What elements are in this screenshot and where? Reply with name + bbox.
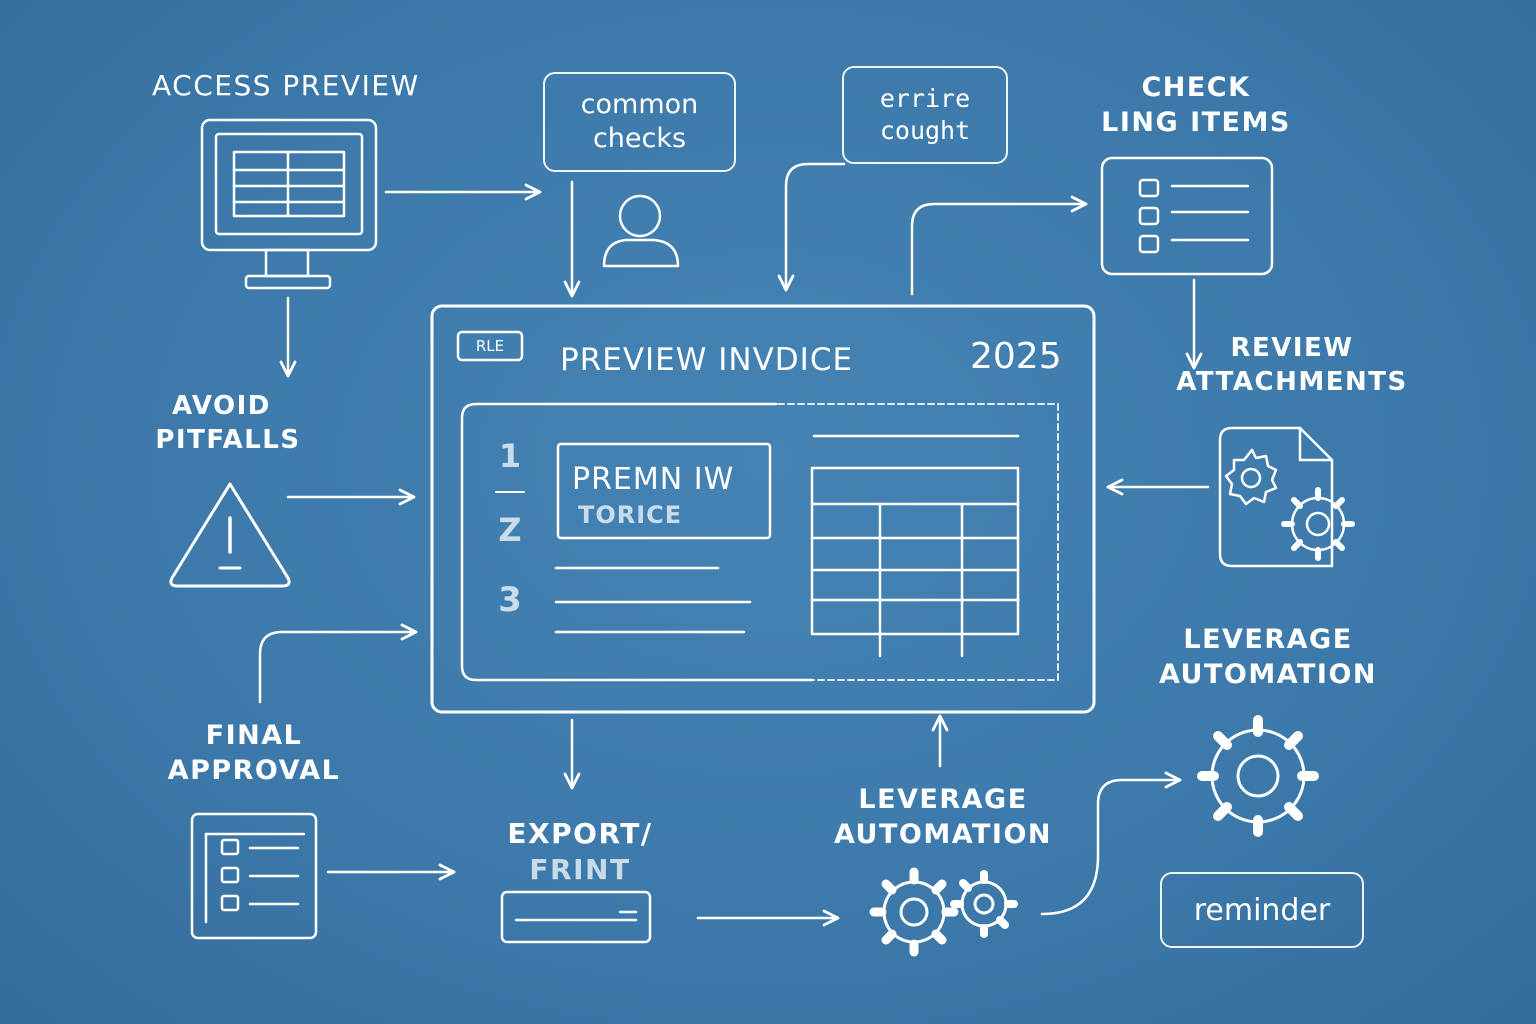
invoice-title: PREVIEW INVDICE (560, 342, 854, 378)
checklist-icon (1100, 156, 1274, 276)
row-number-3: 3 (498, 580, 522, 620)
arrow-gears-to-gear (1040, 771, 1182, 916)
export-print-label: EXPORT/ FRINT (507, 817, 653, 887)
reminder-button[interactable]: reminder (1160, 872, 1364, 948)
preview-box-subtitle: TORICE (578, 501, 683, 529)
arrow-errors-to-invoice (777, 162, 846, 292)
row-number-2: Z (498, 511, 522, 549)
access-preview-label: ACCESS PREVIEW (152, 69, 420, 102)
review-attachments-label: REVIEW ATTACHMENTS (1176, 333, 1408, 397)
check-line-items-label: CHECK LING ITEMS (1101, 72, 1291, 139)
user-icon (602, 194, 680, 268)
gear-icon (1197, 715, 1319, 837)
arrow-invoice-to-line-items (910, 195, 1088, 296)
gears-icon (869, 867, 1018, 957)
preview-box-title: PREMN IW (572, 462, 735, 497)
common-checks-box: common checks (543, 72, 736, 172)
document-gear-icon (1218, 426, 1355, 568)
errors-caught-box: errire cought (842, 66, 1008, 164)
leverage-automation-bottom-label: LEVERAGE AUTOMATION (833, 784, 1053, 851)
leverage-automation-right-label: LEVERAGE AUTOMATION (1158, 624, 1378, 691)
warning-icon (169, 482, 291, 588)
checklist-icon (190, 812, 318, 940)
monitor-icon (200, 118, 378, 290)
row-number-1: 1 (498, 437, 522, 475)
avoid-pitfalls-label: AVOID PITFALLS (155, 391, 301, 455)
arrow-approval-to-invoice (258, 623, 418, 704)
invoice-year: 2025 (970, 336, 1062, 377)
invoice-window-frame (430, 304, 1096, 714)
printer-icon (500, 890, 652, 944)
final-approval-label: FINAL APPROVAL (167, 720, 341, 787)
invoice-badge: RLE (475, 337, 505, 355)
